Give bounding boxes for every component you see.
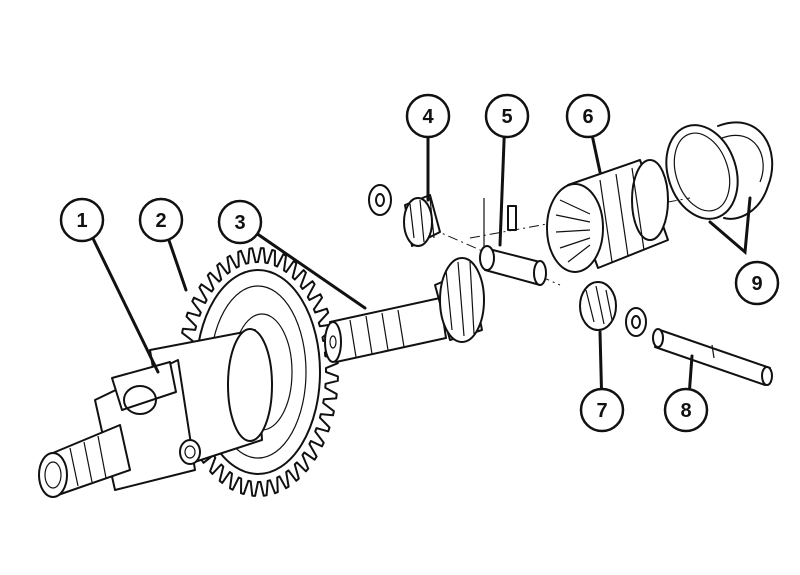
callout-5-label: 5: [501, 106, 512, 128]
callout-7-label: 7: [596, 400, 607, 422]
callout-2: 2: [138, 197, 184, 243]
callout-3-label: 3: [234, 212, 245, 234]
assembly-axis-secondary: [429, 227, 561, 286]
callout-3: 3: [217, 199, 263, 245]
callout-6: 6: [565, 93, 611, 139]
callout-9-label: 9: [751, 273, 762, 295]
retaining-rings: [665, 121, 774, 220]
callout-6-label: 6: [582, 106, 593, 128]
callout-8-label: 8: [680, 400, 691, 422]
cross-pin: [652, 328, 773, 386]
leader-lines: [82, 114, 752, 412]
callout-5: 5: [484, 93, 530, 139]
planet-gear-lower: [579, 281, 647, 337]
callout-2-label: 2: [155, 210, 166, 232]
differential-cage: [546, 159, 669, 273]
callout-9: 9: [734, 260, 780, 306]
callout-7: 7: [579, 387, 625, 433]
spacer-tube: [479, 198, 547, 286]
callout-4: 4: [405, 93, 451, 139]
callout-8: 8: [663, 387, 709, 433]
callout-4-label: 4: [422, 106, 434, 128]
splined-shaft: [324, 257, 485, 363]
planet-gear-upper: [368, 184, 441, 247]
differential-housing: [38, 328, 273, 498]
callout-1: 1: [59, 197, 105, 243]
callout-1-label: 1: [76, 210, 87, 232]
